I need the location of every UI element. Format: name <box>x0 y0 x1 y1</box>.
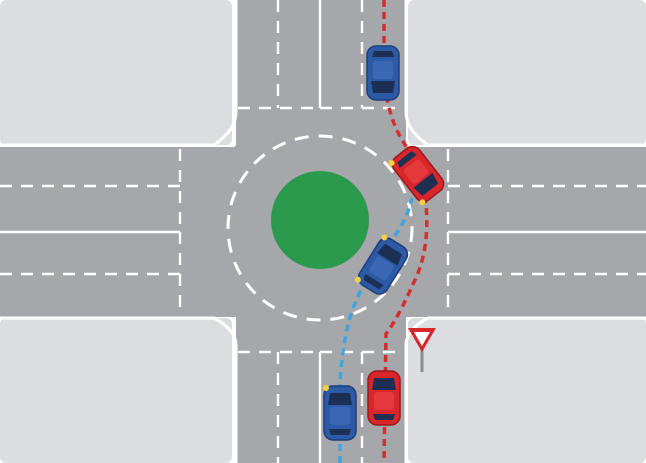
edge-top-left <box>0 0 238 147</box>
indicator-light <box>388 159 395 166</box>
windshield <box>372 378 396 390</box>
indicator-light <box>354 276 361 283</box>
edge-bottom-left <box>0 316 238 463</box>
indicator-light <box>419 199 426 206</box>
rear-window <box>373 414 395 420</box>
red-car-south-approach <box>367 370 401 426</box>
roundabout-island-icon <box>271 171 369 269</box>
windshield <box>413 172 439 196</box>
blue-car-south-approach <box>323 385 357 441</box>
rear-window <box>363 273 384 290</box>
give-way-triangle-inner <box>414 332 430 346</box>
car-roof <box>403 159 429 184</box>
car-roof <box>373 61 393 79</box>
give-way-sign-icon <box>408 328 436 372</box>
corner-top-left <box>0 0 232 145</box>
red-path <box>382 0 429 463</box>
car-roof <box>330 407 350 425</box>
edge-top-right <box>404 0 646 147</box>
corner-top-right <box>408 0 646 145</box>
corner-bottom-left <box>0 318 232 463</box>
indicator-light <box>381 234 388 241</box>
indicator-light <box>323 385 329 391</box>
rear-window <box>329 429 351 435</box>
blue-car-in-roundabout <box>354 234 409 295</box>
rear-window <box>372 51 394 57</box>
roundabout-lane-ring <box>226 134 414 322</box>
blue-car-north-entry <box>366 45 400 101</box>
windshield <box>377 243 403 266</box>
windshield <box>328 393 352 405</box>
red-car-in-roundabout <box>388 145 445 206</box>
car-roof <box>369 256 394 281</box>
windshield <box>371 81 395 93</box>
corner-bottom-right <box>408 318 646 463</box>
car-roof <box>374 392 394 410</box>
rear-window <box>397 151 417 169</box>
